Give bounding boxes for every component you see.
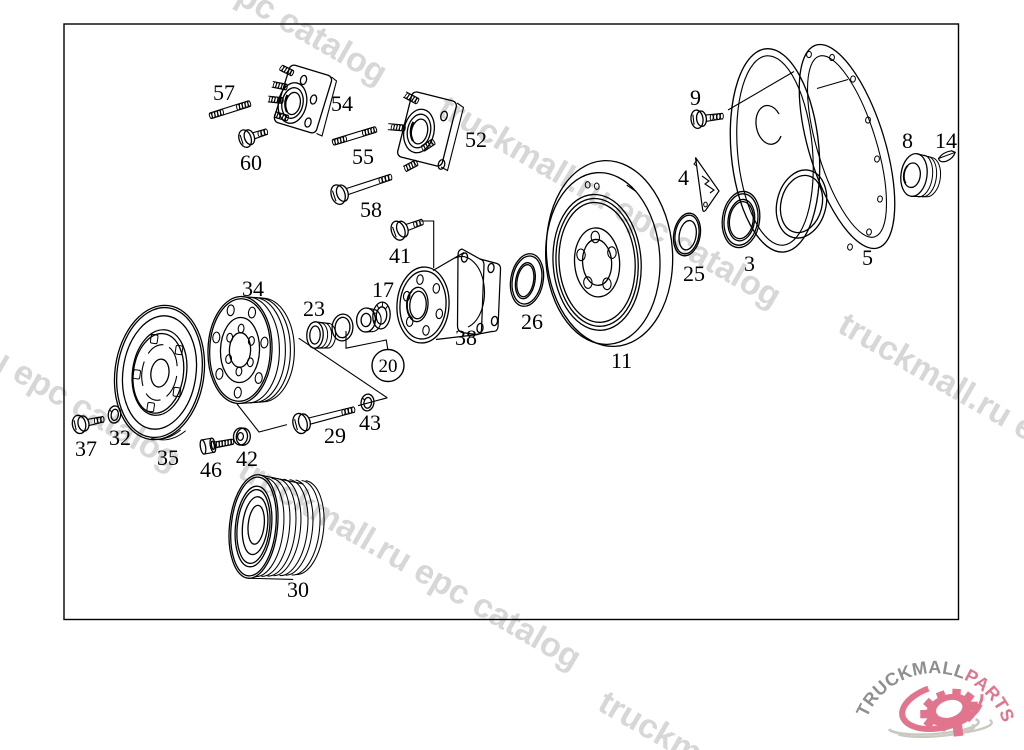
svg-text:52: 52 [465, 127, 487, 152]
svg-text:41: 41 [389, 243, 411, 268]
svg-text:54: 54 [331, 91, 353, 116]
svg-text:23: 23 [303, 296, 325, 321]
svg-text:35: 35 [157, 445, 179, 470]
svg-text:11: 11 [611, 348, 632, 373]
svg-text:3: 3 [744, 251, 755, 276]
svg-text:8: 8 [902, 128, 913, 153]
svg-text:42: 42 [236, 446, 258, 471]
svg-text:43: 43 [359, 410, 381, 435]
svg-text:32: 32 [109, 425, 131, 450]
svg-text:58: 58 [360, 197, 382, 222]
svg-text:25: 25 [683, 261, 705, 286]
svg-text:34: 34 [242, 276, 264, 301]
svg-text:46: 46 [200, 457, 222, 482]
svg-text:29: 29 [324, 423, 346, 448]
svg-text:55: 55 [352, 144, 374, 169]
svg-text:9: 9 [690, 85, 701, 110]
svg-text:5: 5 [862, 245, 873, 270]
svg-text:26: 26 [521, 309, 543, 334]
svg-text:17: 17 [372, 277, 394, 302]
svg-text:14: 14 [935, 128, 957, 153]
svg-text:57: 57 [213, 80, 235, 105]
svg-text:60: 60 [240, 150, 262, 175]
svg-text:38: 38 [455, 325, 477, 350]
svg-text:4: 4 [678, 165, 689, 190]
svg-text:37: 37 [75, 436, 97, 461]
svg-text:20: 20 [379, 356, 398, 377]
svg-text:30: 30 [287, 577, 309, 602]
